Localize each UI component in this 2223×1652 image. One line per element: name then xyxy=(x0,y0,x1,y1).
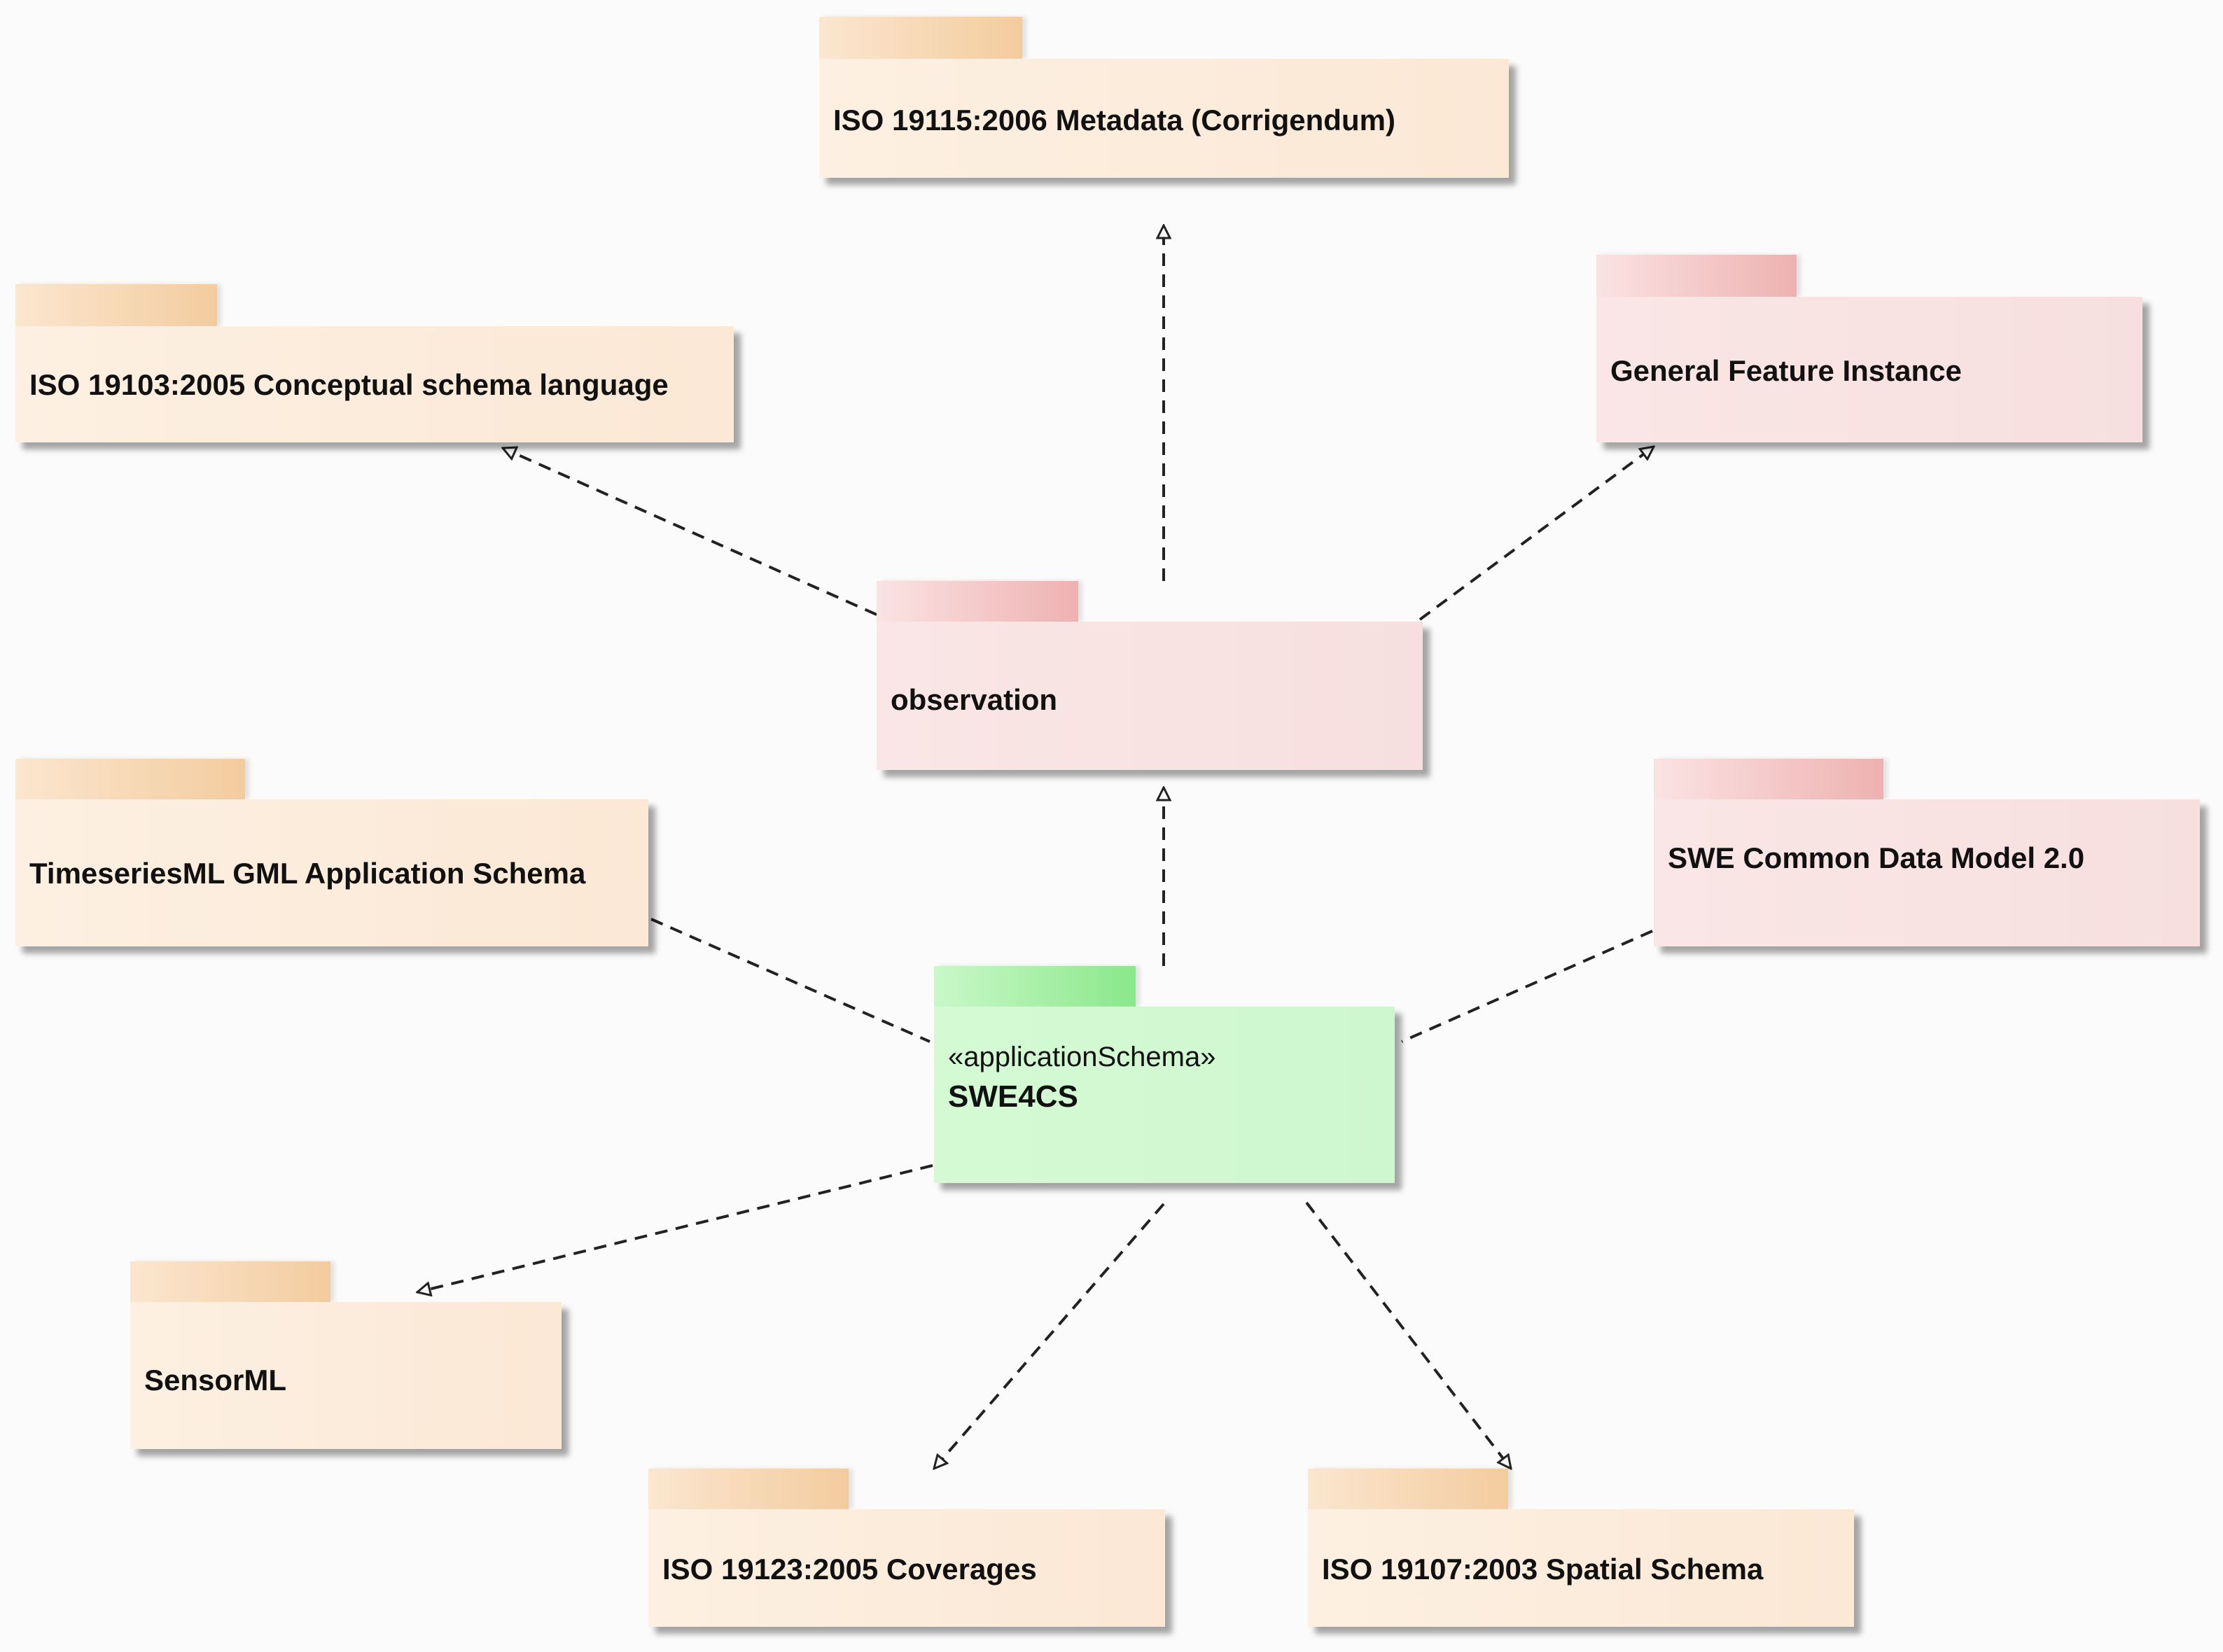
package-tab xyxy=(648,1469,849,1509)
package-label: observation xyxy=(891,683,1058,716)
dep-observation-gfi xyxy=(1419,447,1654,621)
package-label: ISO 19107:2003 Spatial Schema xyxy=(1322,1553,1764,1586)
package-body: ISO 19103:2005 Conceptual schema languag… xyxy=(15,326,734,442)
package-body: ISO 19123:2005 Coverages xyxy=(648,1509,1165,1627)
package-label: ISO 19115:2006 Metadata (Corrigendum) xyxy=(833,104,1395,136)
package-tab xyxy=(15,759,245,799)
package-label: SensorML xyxy=(144,1364,287,1396)
package-tab xyxy=(877,581,1078,622)
dep-swecommon-swe4cs xyxy=(1401,930,1653,1043)
package-body: SensorML xyxy=(130,1302,562,1449)
package-stereotype: «applicationSchema» xyxy=(948,1042,1216,1072)
package-tab xyxy=(130,1261,330,1302)
package-body: General Feature Instance xyxy=(1596,297,2142,442)
package-body: SWE Common Data Model 2.0 xyxy=(1654,799,2200,946)
package-tab xyxy=(934,966,1136,1007)
package-tab xyxy=(819,17,1022,59)
package-body: ISO 19115:2006 Metadata (Corrigendum) xyxy=(819,59,1509,178)
package-label: ISO 19123:2005 Coverages xyxy=(662,1553,1037,1586)
package-label: ISO 19103:2005 Conceptual schema languag… xyxy=(29,368,669,401)
package-body: observation xyxy=(877,622,1423,770)
dep-swe4cs-sensorml xyxy=(417,1164,933,1292)
package-tab xyxy=(1654,759,1883,799)
package-body: ISO 19107:2003 Spatial Schema xyxy=(1308,1509,1854,1627)
package-body: «applicationSchema» SWE4CS xyxy=(934,1007,1395,1183)
dep-timeseriesml-swe4cs xyxy=(650,918,931,1043)
package-label: TimeseriesML GML Application Schema xyxy=(29,857,586,890)
package-label: SWE4CS xyxy=(948,1079,1078,1114)
dep-observation-iso19103 xyxy=(503,448,877,616)
package-tab xyxy=(1308,1469,1508,1509)
package-body: TimeseriesML GML Application Schema xyxy=(15,799,648,946)
dep-swe4cs-iso19107 xyxy=(1305,1201,1511,1469)
package-label: SWE Common Data Model 2.0 xyxy=(1668,841,2085,874)
package-tab xyxy=(1596,255,1797,297)
dep-swe4cs-iso19123 xyxy=(934,1203,1165,1469)
package-label: General Feature Instance xyxy=(1610,354,1962,387)
package-tab xyxy=(15,284,217,326)
